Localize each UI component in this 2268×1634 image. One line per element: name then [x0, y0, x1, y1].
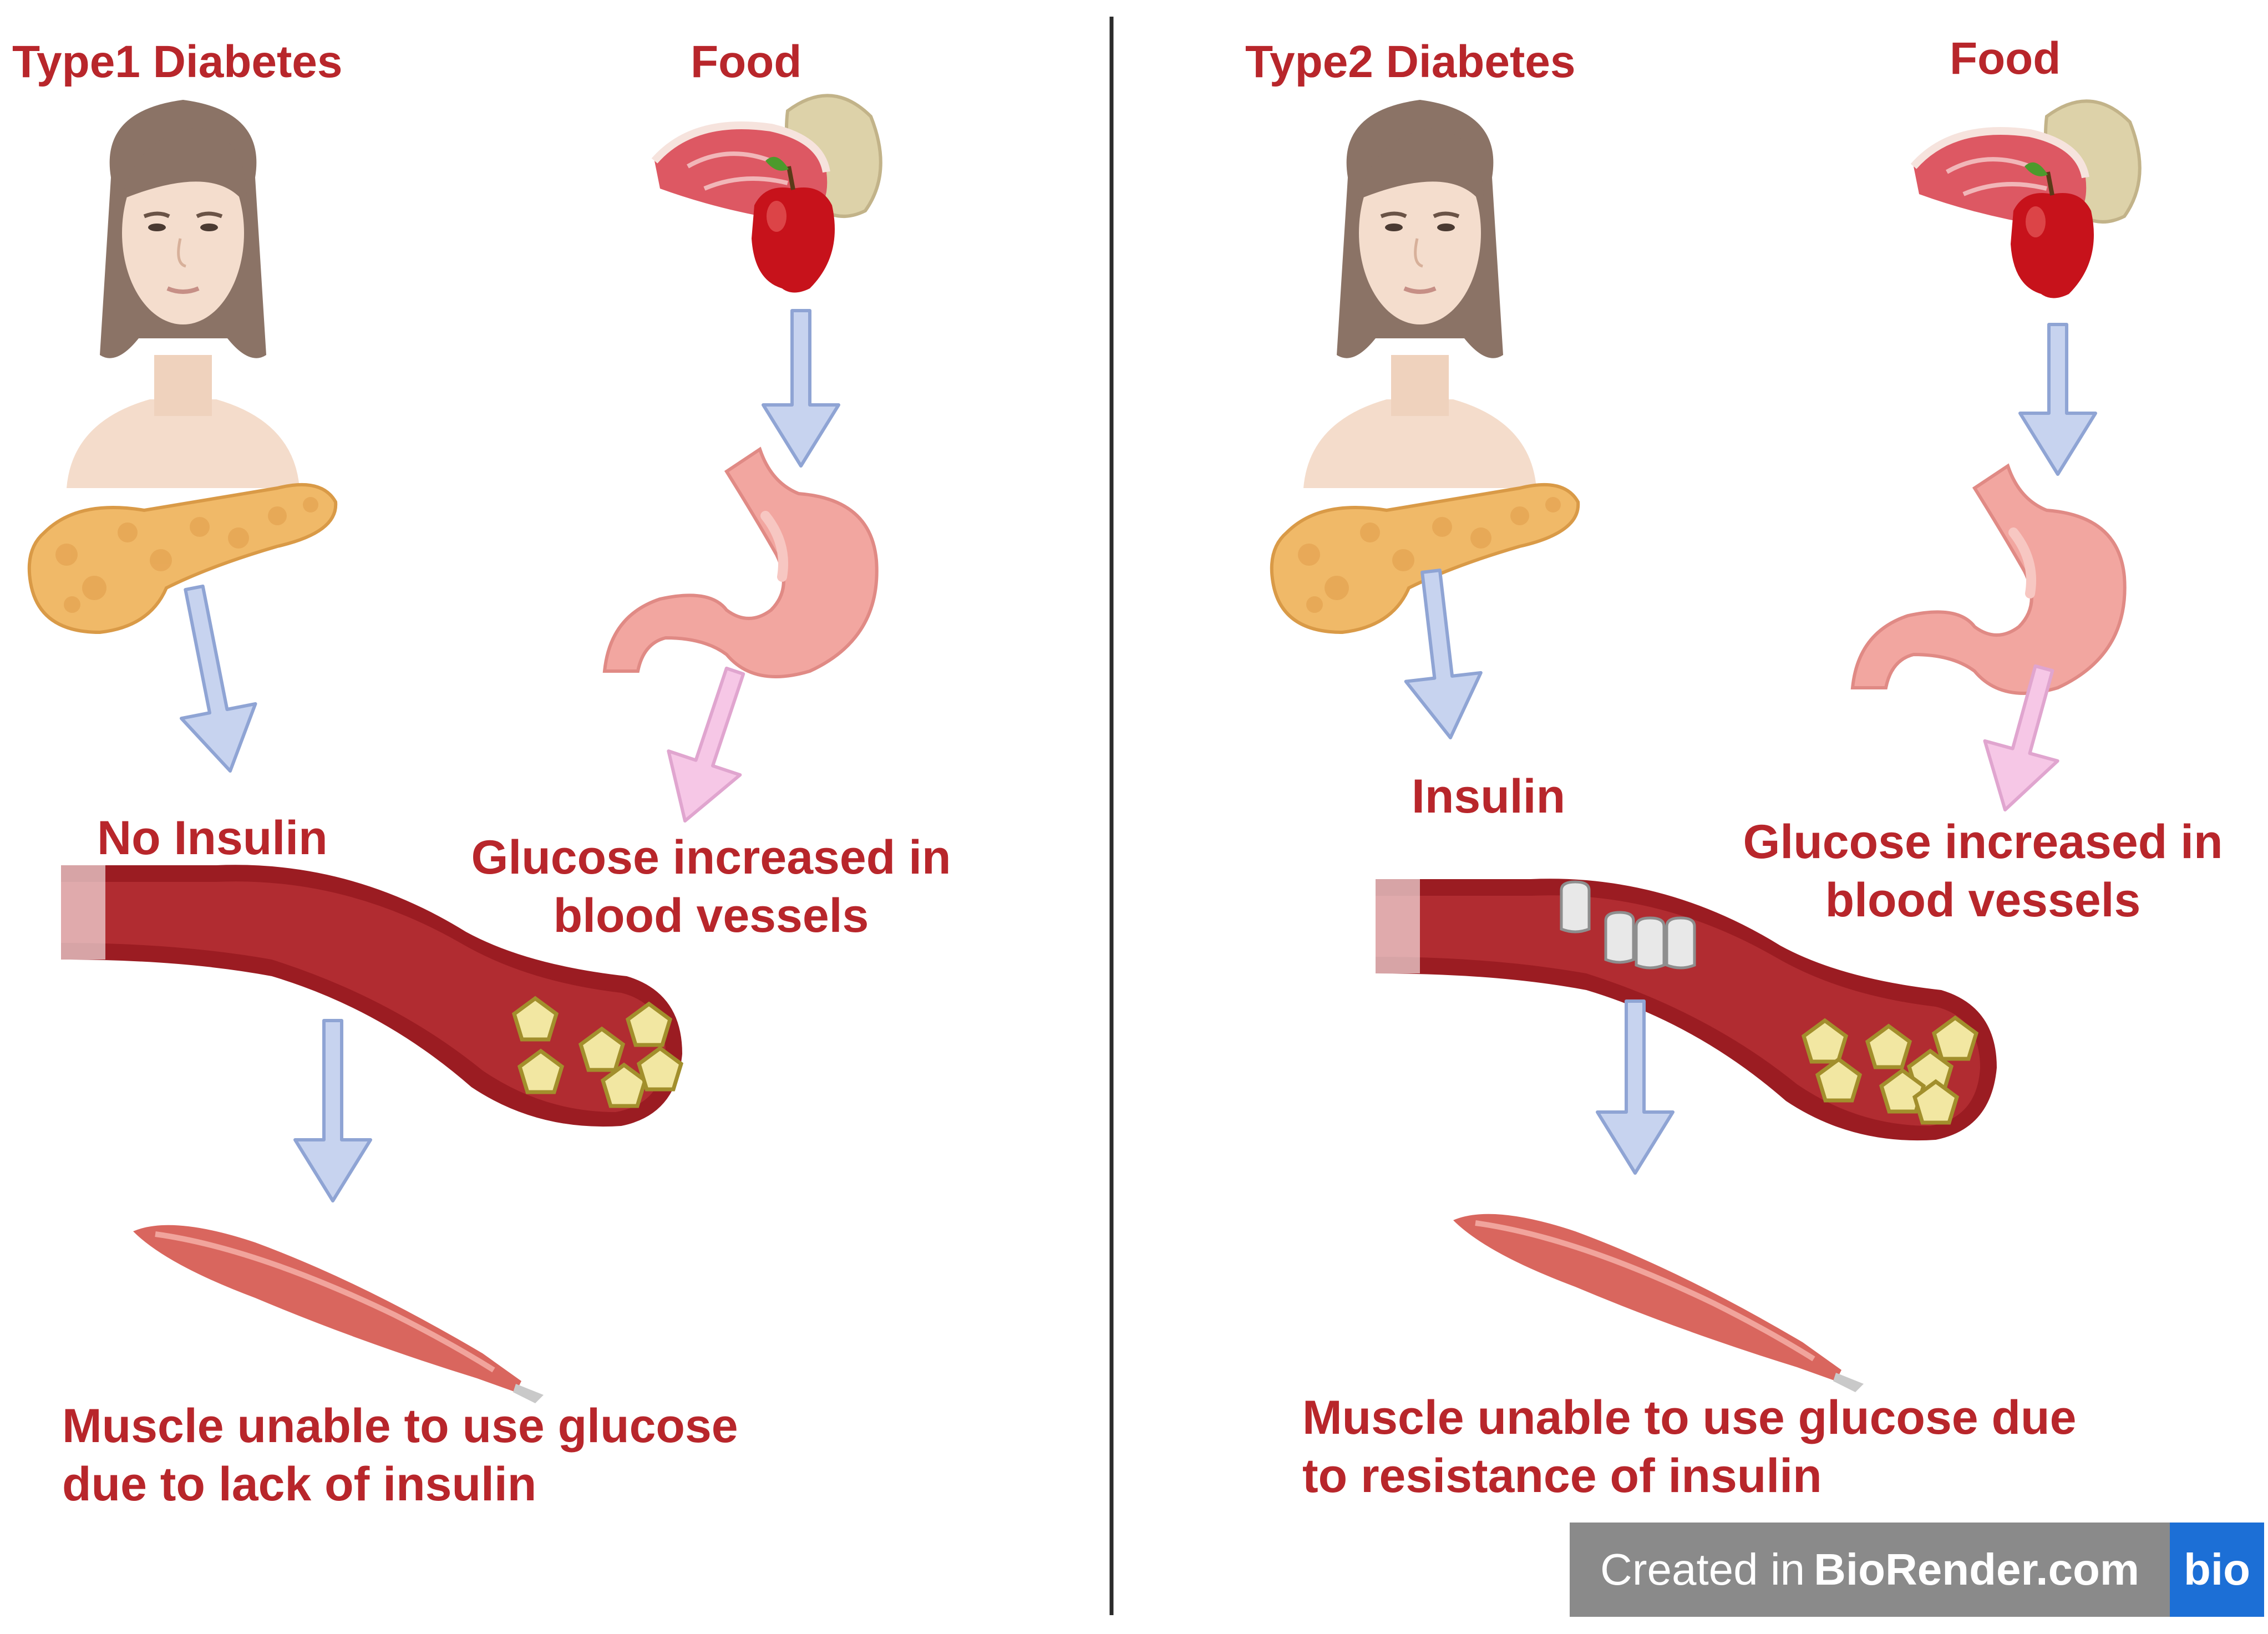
- vessel-to-muscle-arrow: [1596, 999, 1675, 1175]
- woman-icon: [67, 100, 300, 488]
- right-glucose-label-line1: Glucose increased in: [1743, 815, 2223, 869]
- insulin-label: Insulin: [1412, 770, 1566, 823]
- left-glucose-label-line2: blood vessels: [553, 889, 869, 942]
- biorender-logo-icon: bio: [2170, 1523, 2264, 1617]
- left-food-label: Food: [691, 37, 802, 87]
- no-insulin-label: No Insulin: [97, 811, 328, 865]
- right-muscle-label-line2: to resistance of insulin: [1302, 1449, 1822, 1503]
- woman-icon: [1303, 100, 1536, 488]
- insulin-receptor-icon: [1561, 882, 1589, 932]
- food-icon: [654, 95, 881, 292]
- muscle-icon: [133, 1225, 544, 1403]
- left-muscle-label-line2: due to lack of insulin: [62, 1458, 537, 1511]
- insulin-receptor-icon: [1606, 912, 1633, 962]
- insulin-receptor-icon: [1667, 918, 1694, 968]
- stomach-icon: [1853, 466, 2125, 693]
- food-icon: [1914, 101, 2140, 298]
- badge-brand: BioRender.com: [1814, 1545, 2139, 1594]
- vessel-to-muscle-arrow: [293, 1019, 372, 1202]
- stomach-to-blood-arrow: [667, 666, 745, 823]
- badge-text: Created in BioRender.com: [1570, 1523, 2170, 1617]
- flow-arrows: [180, 309, 2097, 1202]
- pancreas-to-insulin-arrow: [1404, 569, 1483, 739]
- stomach-to-blood-arrow: [1983, 664, 2059, 811]
- right-muscle-label-line1: Muscle unable to use glucose due: [1302, 1391, 2077, 1444]
- food-to-stomach-arrow: [2018, 323, 2097, 476]
- right-glucose-label-line2: blood vessels: [1825, 874, 2141, 927]
- pancreas-icon: [29, 485, 336, 632]
- insulin-receptor-icon: [1636, 918, 1664, 968]
- stomach-icon: [605, 449, 877, 677]
- type2-title: Type2 Diabetes: [1245, 37, 1576, 87]
- muscle-icon: [1453, 1214, 1864, 1392]
- biorender-badge: Created in BioRender.com bio: [1570, 1523, 2264, 1617]
- left-glucose-label-line1: Glucose increased in: [471, 831, 951, 884]
- right-food-label: Food: [1950, 33, 2061, 84]
- food-to-stomach-arrow: [762, 309, 840, 468]
- pancreas-icon: [1272, 485, 1578, 632]
- badge-prefix: Created in: [1600, 1545, 1805, 1594]
- pancreas-to-insulin-arrow: [180, 584, 257, 773]
- left-muscle-label-line1: Muscle unable to use glucose: [62, 1399, 738, 1453]
- type1-title: Type1 Diabetes: [12, 37, 343, 87]
